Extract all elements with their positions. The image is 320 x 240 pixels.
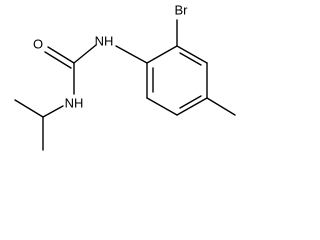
bond-ring-to-methyl [206, 97, 236, 116]
amine-nh-atom-label: NH [65, 95, 84, 110]
ring-double-bond-c2-c3 [179, 52, 202, 66]
carbonyl-double-bond-a [47, 46, 75, 64]
bond-isopropyl-ch-to-methyl-left [14, 99, 44, 118]
oxygen-atom-label: O [33, 36, 43, 51]
bond-ring-to-amide-nh [115, 45, 148, 64]
ring-bond-c1-c2 [146, 45, 178, 64]
chemical-structure-diagram: Br O NH NH [14, 2, 236, 151]
bond-nh-to-carbonyl-carbon [73, 44, 97, 64]
benzene-ring [146, 45, 208, 116]
bromine-atom-label: Br [175, 2, 189, 17]
ring-bond-c4-c5 [176, 97, 208, 116]
amide-nh-atom-label: NH [95, 33, 114, 48]
ring-double-bond-c4-c5 [179, 95, 202, 109]
ring-bond-c5-c6 [146, 97, 178, 116]
carbonyl-double-bond-b [44, 51, 72, 69]
bond-nh-to-isopropyl-ch [42, 105, 64, 118]
ring-bond-c2-c3 [176, 45, 208, 64]
